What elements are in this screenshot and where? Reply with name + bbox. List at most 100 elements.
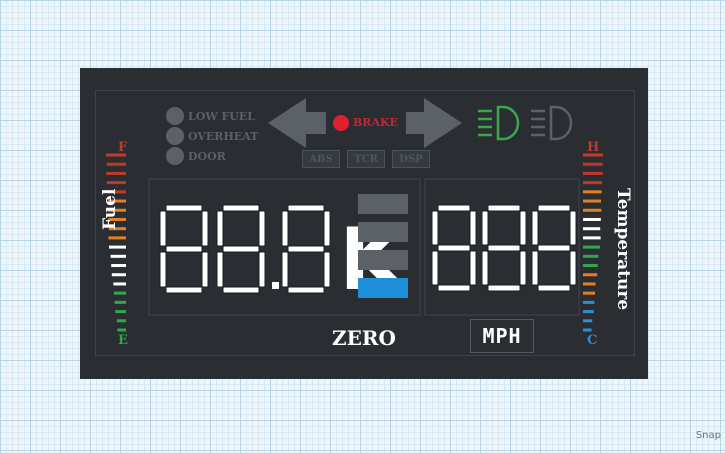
low-beam-icon [478,105,520,141]
speed-panel [424,178,580,316]
fuel-gauge-tick [111,264,126,268]
temperature-gauge-tick [583,264,598,268]
segment-f [481,210,489,246]
temperature-gauge-tick [583,199,601,203]
dsp-button[interactable]: DSP [392,150,430,168]
segment-a [222,204,260,212]
temperature-gauge-tick [583,319,593,323]
fuel-gauge-tick [106,153,126,157]
segment-e [431,250,439,286]
temperature-gauge-tick [583,190,602,194]
segment-b [469,210,477,246]
fuel-gauge-tick [116,319,126,323]
fuel-gauge-tick [117,328,126,332]
temperature-gauge-tick [583,162,603,166]
fuel-gauge-tick [106,171,126,175]
segment-a [287,204,325,212]
fuel-gauge-tick [110,254,126,258]
overheat-indicator-icon [166,127,184,145]
temperature-gauge-tick [583,300,595,304]
fuel-gauge-tick [108,199,126,203]
temperature-gauge-top-mark: H [587,140,599,155]
segment-a [537,204,571,212]
fuel-gauge-tick [107,190,126,194]
level-bars [358,194,408,298]
fuel-gauge-tick [109,245,126,249]
segment-f [216,210,224,247]
segment-g [537,244,571,252]
fuel-gauge-top-mark: F [118,140,128,155]
fuel-gauge-tick [108,217,126,221]
fuel-gauge-tick [108,236,126,240]
temperature-gauge-tick [583,328,592,332]
left-arrow-icon [268,98,326,148]
segment-d [437,284,471,292]
fuel-gauge-tick [106,181,126,185]
temperature-gauge-tick [583,227,601,231]
temperature-gauge-tick [583,171,603,175]
segment-f [281,210,289,247]
temperature-gauge-tick [583,208,602,212]
high-beam-icon [531,105,573,141]
watermark: Snap [695,430,721,441]
temperature-gauge-tick [583,245,600,249]
segment-c [469,250,477,286]
segment-g [287,245,325,253]
segment-a [165,204,203,212]
segment-c [323,251,331,288]
fuel-gauge-tick [114,291,126,295]
fuel-gauge-bottom-mark: E [118,333,128,348]
segment-c [201,251,209,288]
level-bar [358,278,408,298]
fuel-label: Fuel [100,170,120,230]
temperature-label: Temperature [613,188,633,310]
segment-g [437,244,471,252]
decimal-point [272,282,279,289]
brake-dot-icon [333,115,349,131]
fuel-gauge-tick [108,227,126,231]
fuel-gauge-tick [115,310,126,314]
low-fuel-lamp: LOW FUEL [166,107,255,125]
speed-digits [431,204,577,292]
dashboard-bezel [95,90,635,356]
temperature-gauge: HC [583,140,603,348]
segment-a [487,204,521,212]
low-fuel-label: LOW FUEL [188,109,256,123]
fuel-gauge-tick [111,273,126,277]
segment-e [216,251,224,288]
segment-c [258,251,266,288]
segment-e [481,250,489,286]
segment-g [165,245,203,253]
segment-e [159,251,167,288]
segment-d [165,286,203,294]
temperature-gauge-tick [583,217,601,221]
door-label: DOOR [188,149,226,163]
segment-d [537,284,571,292]
tcr-button[interactable]: TCR [347,150,385,168]
segment-d [222,286,260,294]
fuel-gauge-tick [114,300,126,304]
temperature-gauge-tick [583,310,594,314]
temperature-label-text: Temperature [613,188,633,311]
segment-f [531,210,539,246]
level-bar [358,194,408,214]
overheat-lamp: OVERHEAT [166,127,258,145]
segment-e [281,251,289,288]
segment-g [487,244,521,252]
odometer-panel [148,178,421,316]
temperature-gauge-tick [583,153,603,157]
segment-c [569,250,577,286]
level-bar [358,250,408,270]
overheat-label: OVERHEAT [188,129,259,143]
temperature-gauge-tick [583,181,603,185]
segment-b [201,210,209,247]
door-indicator-icon [166,147,184,165]
segment-d [287,286,325,294]
fuel-gauge-tick [107,208,126,212]
abs-button[interactable]: ABS [302,150,340,168]
temperature-gauge-tick [583,254,599,258]
segment-a [437,204,471,212]
segment-b [519,210,527,246]
segment-b [569,210,577,246]
